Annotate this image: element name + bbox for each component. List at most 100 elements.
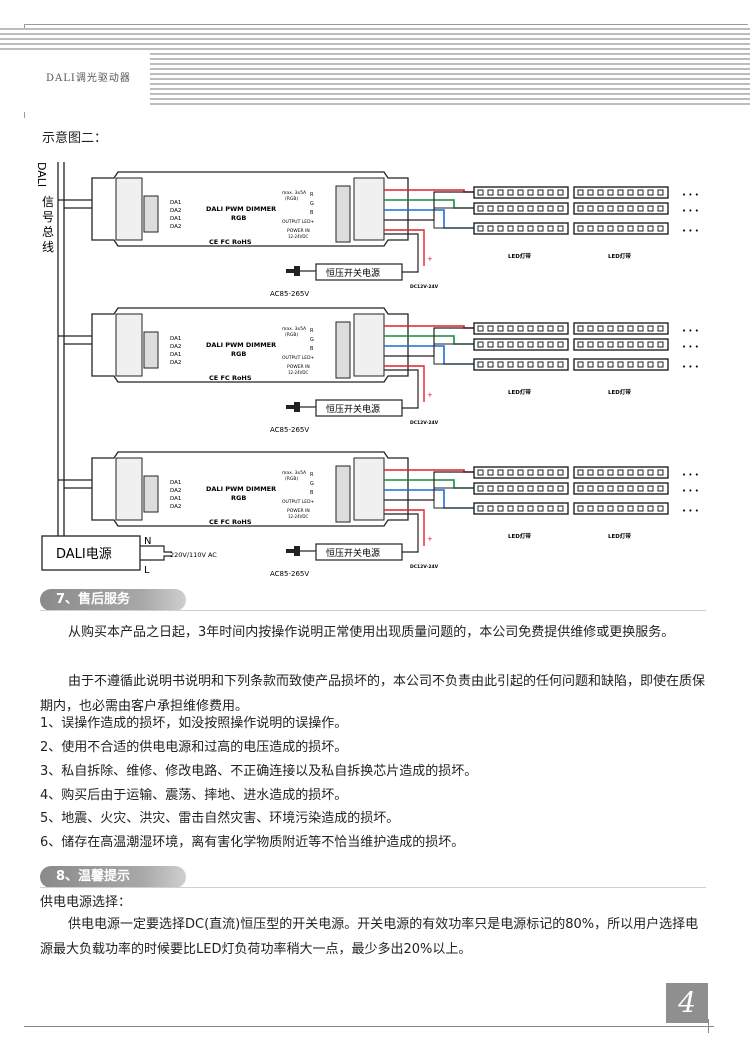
ac-label-1: AC85-265V	[270, 290, 309, 298]
ellipsis-3b: • • •	[682, 487, 699, 495]
strip-label-3b: LED灯带	[608, 532, 631, 540]
port-da2: DA2	[170, 208, 181, 214]
port-da2b: DA2	[170, 504, 181, 510]
l-label: L	[144, 565, 150, 576]
dali-power-supply: DALI电源 N L 220V/110V AC	[41, 535, 217, 576]
power-label: POWER IN	[287, 228, 310, 234]
header-title: DALI调光驱动器	[46, 73, 131, 84]
ellipsis-3a: • • •	[682, 471, 699, 479]
port-da1b: DA1	[170, 352, 181, 358]
power-range: 12-24VDC	[288, 370, 308, 375]
footer-tick	[708, 1019, 709, 1033]
plus-3: +	[427, 535, 433, 543]
out-g: G	[310, 201, 314, 207]
n-label: N	[144, 536, 151, 547]
header-stripes	[0, 28, 750, 112]
output-label: OUTPUT LED+	[282, 219, 315, 225]
power-range: 12-24VDC	[288, 234, 308, 239]
port-da1: DA1	[170, 480, 181, 486]
section-8-title: 8、温馨提示	[40, 866, 706, 888]
mains-label: 220V/110V AC	[170, 551, 217, 559]
dimmer-unit-1: DA1 DA2 DA1 DA2 DALI PWM DIMMER RGB CE F…	[58, 171, 699, 298]
device-name: DALI PWM DIMMER	[206, 341, 276, 349]
strip-label-1a: LED灯带	[508, 252, 531, 260]
ellipsis-2b: • • •	[682, 343, 699, 351]
bus-label-dali: DALI	[35, 162, 48, 187]
psu-label-3: 恒压开关电源	[326, 547, 380, 559]
strip-label-3a: LED灯带	[508, 532, 531, 540]
spec-current: max. 3x5A	[282, 326, 307, 332]
device-name: DALI PWM DIMMER	[206, 485, 276, 493]
section-8-subtitle: 供电电源选择：	[40, 895, 132, 910]
strip-label-2a: LED灯带	[508, 388, 531, 396]
device-rgb: RGB	[231, 350, 246, 358]
cert-marks: CE FC RoHS	[209, 374, 252, 382]
list-item: 2、使用不合适的供电电源和过高的电压造成的损坏。	[40, 740, 348, 755]
footer-rule	[24, 1026, 714, 1027]
page-number: 4	[666, 983, 708, 1023]
dc-label-2: DC12V-24V	[410, 420, 439, 426]
ellipsis-3c: • • •	[682, 507, 699, 515]
ac-label-2: AC85-265V	[270, 426, 309, 434]
ac-label-3: AC85-265V	[270, 570, 309, 578]
bus-label-2: 号	[42, 210, 54, 224]
section-7-paragraph-2: 由于不遵循此说明书说明和下列条款而致使产品损坏的，本公司不负责由此引起的任何问题…	[40, 674, 706, 714]
ellipsis-1c: • • •	[682, 227, 699, 235]
port-da1: DA1	[170, 200, 181, 206]
dc-label-3: DC12V-24V	[410, 564, 439, 570]
section-7-title: 7、售后服务	[40, 589, 706, 611]
out-g: G	[310, 481, 314, 487]
out-r: R	[310, 472, 314, 478]
port-da1: DA1	[170, 336, 181, 342]
power-range: 12-24VDC	[288, 514, 308, 519]
ellipsis-2a: • • •	[682, 327, 699, 335]
spec-rgb: (RGB)	[285, 476, 298, 482]
dimmer-unit-2: DA1 DA2 DA1 DA2 DALI PWM DIMMER RGB CE F…	[58, 307, 699, 434]
power-label: POWER IN	[287, 364, 310, 370]
ellipsis-1b: • • •	[682, 207, 699, 215]
ellipsis-2c: • • •	[682, 363, 699, 371]
dimmer-unit-3: DA1 DA2 DA1 DA2 DALI PWM DIMMER RGB CE F…	[58, 451, 699, 578]
list-item: 5、地震、火灾、洪灾、雷击自然灾害、环境污染造成的损坏。	[40, 811, 400, 826]
list-item: 3、私自拆除、维修、修改电路、不正确连接以及私自拆换芯片造成的损坏。	[40, 764, 478, 779]
spec-current: max. 3x5A	[282, 470, 307, 476]
bus-label-4: 线	[42, 240, 54, 254]
device-name: DALI PWM DIMMER	[206, 205, 276, 213]
section-7-paragraph-1: 从购买本产品之日起，3年时间内按操作说明正常使用出现质量问题的，本公司免费提供维…	[68, 625, 675, 640]
spec-rgb: (RGB)	[285, 196, 298, 202]
out-b: B	[310, 346, 314, 352]
output-label: OUTPUT LED+	[282, 355, 315, 361]
out-b: B	[310, 210, 314, 216]
diagram-caption: 示意图二：	[42, 131, 108, 146]
ellipsis-1a: • • •	[682, 191, 699, 199]
section-8-paragraph: 供电电源一定要选择DC(直流)恒压型的开关电源。开关电源的有效功率只是电源标记的…	[40, 917, 699, 957]
out-b: B	[310, 490, 314, 496]
list-item: 4、购买后由于运输、震荡、摔地、进水造成的损坏。	[40, 788, 348, 803]
device-rgb: RGB	[231, 494, 246, 502]
psu-label-1: 恒压开关电源	[326, 267, 380, 279]
out-r: R	[310, 192, 314, 198]
wiring-diagram: DALI 信 号 总 线 DA1 DA2 DA1 DA2 DALI PWM DI…	[35, 162, 699, 578]
plus-1: +	[427, 255, 433, 263]
spec-rgb: (RGB)	[285, 332, 298, 338]
device-rgb: RGB	[231, 214, 246, 222]
port-da1b: DA1	[170, 216, 181, 222]
bus-label-3: 总	[42, 225, 54, 239]
port-da2: DA2	[170, 344, 181, 350]
power-label: POWER IN	[287, 508, 310, 514]
port-da2b: DA2	[170, 360, 181, 366]
out-r: R	[310, 328, 314, 334]
psu-label-2: 恒压开关电源	[326, 403, 380, 415]
cert-marks: CE FC RoHS	[209, 238, 252, 246]
spec-current: max. 3x5A	[282, 190, 307, 196]
strip-label-2b: LED灯带	[608, 388, 631, 396]
dc-label-1: DC12V-24V	[410, 284, 439, 290]
port-da2: DA2	[170, 488, 181, 494]
cert-marks: CE FC RoHS	[209, 518, 252, 526]
output-label: OUTPUT LED+	[282, 499, 315, 505]
strip-label-1b: LED灯带	[608, 252, 631, 260]
port-da1b: DA1	[170, 496, 181, 502]
dali-power-label: DALI电源	[56, 547, 112, 562]
list-item: 6、储存在高温潮湿环境，离有害化学物质附近等不恰当维护造成的损坏。	[40, 835, 465, 850]
plus-2: +	[427, 391, 433, 399]
